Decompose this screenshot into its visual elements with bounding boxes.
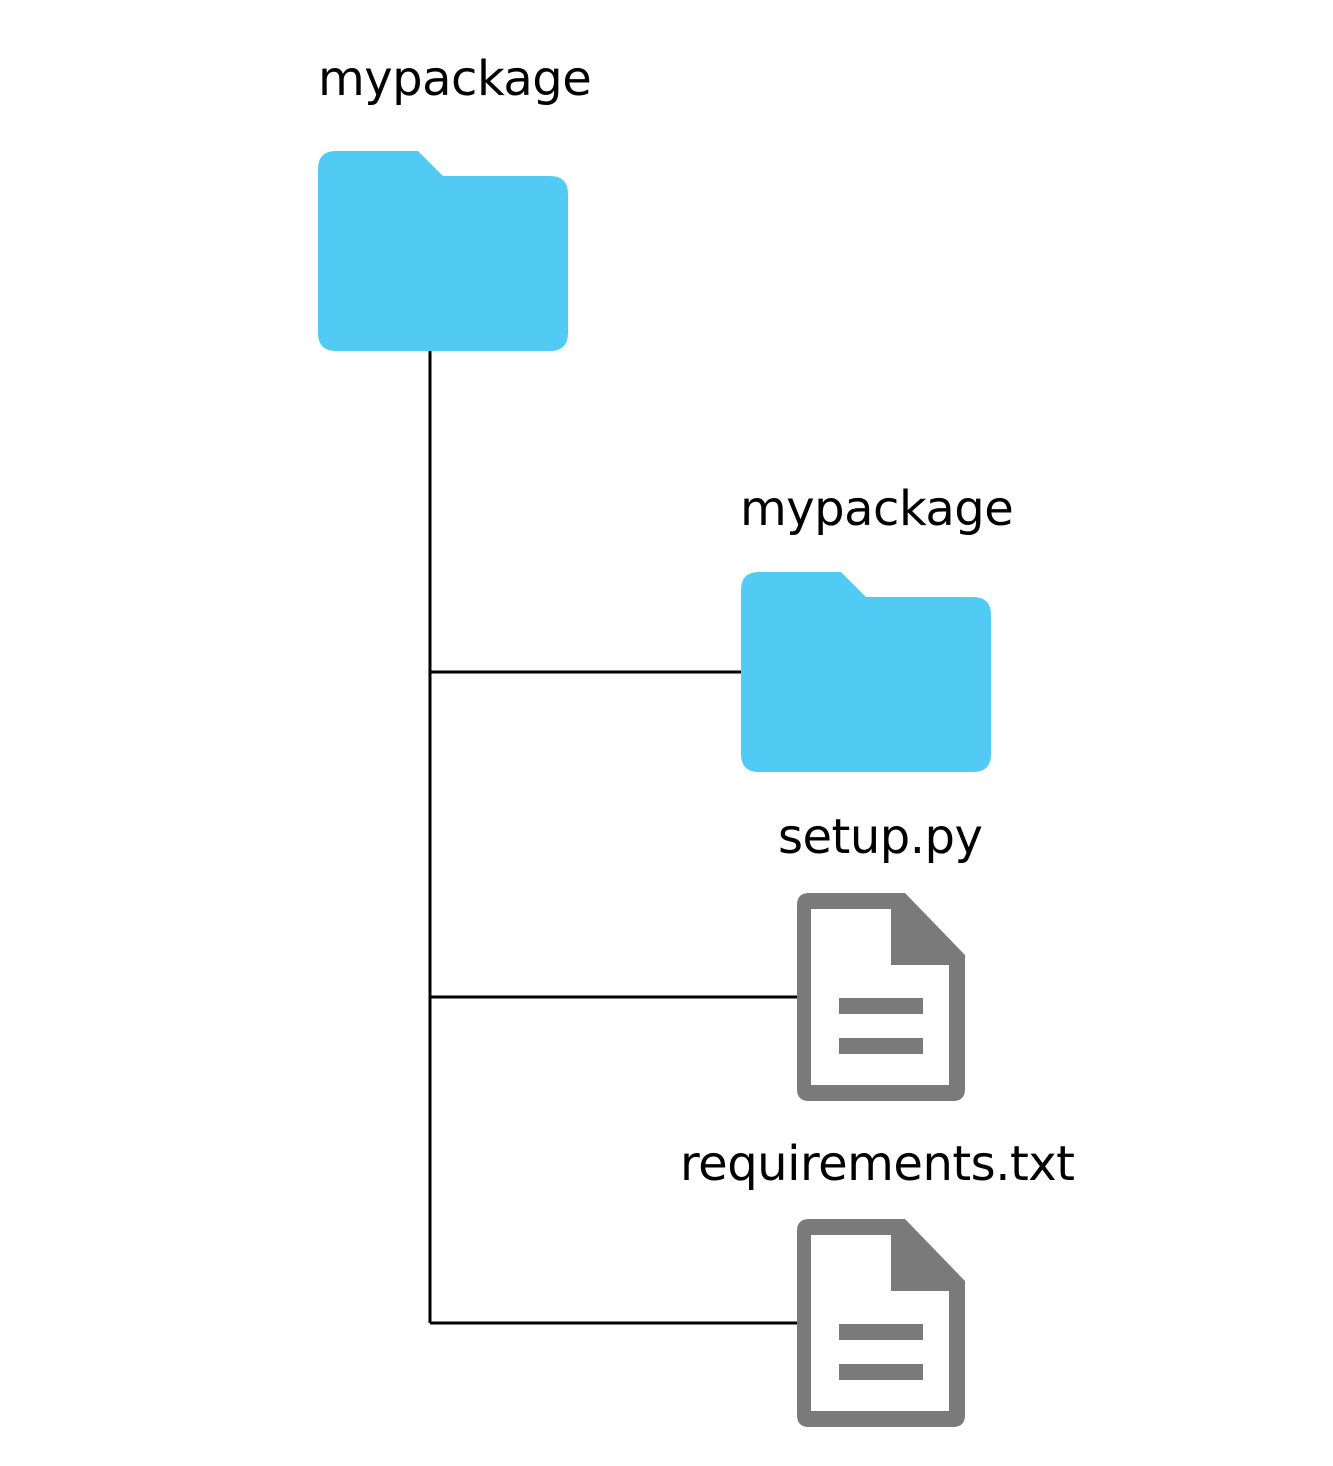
tree-connectors xyxy=(428,350,797,1325)
setup-file-label: setup.py xyxy=(778,809,983,865)
subfolder-label: mypackage xyxy=(740,481,1014,537)
document-icon xyxy=(797,1219,965,1427)
requirements-file-label: requirements.txt xyxy=(680,1136,1075,1192)
folder-icon xyxy=(741,572,991,772)
document-icon xyxy=(797,893,965,1101)
folder-icon xyxy=(318,151,568,351)
root-folder-label: mypackage xyxy=(318,51,592,107)
